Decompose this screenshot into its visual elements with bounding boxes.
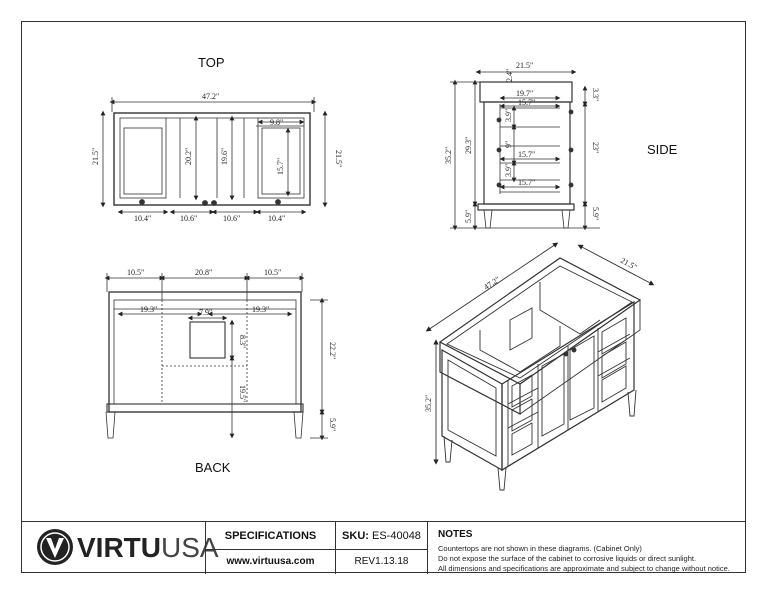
- side-top-offset: 2.4": [505, 69, 514, 82]
- top-inner-b: 19.6": [220, 148, 229, 165]
- back-view-label: BACK: [195, 460, 231, 475]
- side-view-label: SIDE: [647, 142, 678, 157]
- top-overall-width: 47.2": [202, 92, 219, 101]
- back-opening-width: 7.9": [199, 308, 212, 317]
- iso-width: 47.2": [482, 275, 501, 292]
- side-drawer-h2: 9": [504, 141, 513, 148]
- side-overall-height: 35.2": [444, 147, 453, 164]
- top-inner-a: 20.2": [184, 148, 193, 165]
- virtu-v-logo-icon: [37, 529, 73, 565]
- back-body-height: 22.2": [328, 342, 337, 359]
- top-bottom-2: 10.6": [180, 214, 197, 223]
- top-bottom-4: 10.4": [268, 214, 285, 223]
- side-drawer-2: 15.7": [518, 150, 535, 159]
- top-bottom-1: 10.4": [134, 214, 151, 223]
- top-bottom-3: 10.6": [223, 214, 240, 223]
- notes-cell: NOTES Countertops are not shown in these…: [427, 522, 746, 574]
- top-view-label: TOP: [198, 55, 225, 70]
- top-view-drawing: [100, 97, 328, 215]
- note-line: Do not expose the surface of the cabinet…: [438, 554, 697, 563]
- back-inner-right: 19.3": [252, 305, 269, 314]
- website-link[interactable]: www.virtuusa.com: [226, 556, 315, 567]
- iso-depth: 21.5": [619, 256, 638, 272]
- sku-cell: SKU: ES-40048 REV1.13.18: [335, 522, 427, 574]
- side-view-drawing: [450, 69, 600, 231]
- top-right-depth: 21.5": [334, 150, 343, 167]
- back-lower-height: 19.5": [238, 385, 247, 402]
- note-line: Countertops are not shown in these diagr…: [438, 544, 642, 553]
- iso-height: 35.2": [424, 395, 433, 412]
- sku-row: SKU: ES-40048: [336, 522, 427, 550]
- sku-label: SKU:: [342, 529, 369, 542]
- notes-title: NOTES: [438, 529, 473, 540]
- back-view-drawing: [104, 273, 328, 441]
- brand-logo-cell: VIRTUUSA: [21, 522, 219, 574]
- side-inner-width: 19.7": [516, 89, 533, 98]
- technical-drawings: TOP 47.2" 21.5" 21.5" 9.8" 20.2" 19.6" 1…: [91, 55, 678, 491]
- back-leg-height: 5.9": [328, 418, 337, 431]
- revision-number: REV1.13.18: [354, 556, 409, 567]
- sku-value: ES-40048: [372, 529, 421, 542]
- brand-wordmark: VIRTUUSA: [77, 532, 219, 563]
- side-body-height: 29.3": [464, 137, 473, 154]
- side-drawer-h1: 3.9": [504, 109, 513, 122]
- top-inner-c: 15.7": [276, 158, 285, 175]
- top-drawer-width: 9.8": [270, 118, 283, 127]
- back-seg-1: 10.5": [127, 268, 144, 277]
- top-left-depth: 21.5": [91, 148, 100, 165]
- side-top-width: 21.5": [516, 61, 533, 70]
- spec-cell: SPECIFICATIONS www.virtuusa.com: [205, 522, 335, 574]
- side-drawer-1: 15.7": [518, 98, 535, 107]
- specifications-label: SPECIFICATIONS: [206, 522, 335, 550]
- title-block: VIRTUUSA SPECIFICATIONS www.virtuusa.com…: [21, 521, 746, 574]
- back-seg-2: 20.8": [195, 268, 212, 277]
- spec-sheet-frame: [21, 21, 746, 573]
- side-leg-height: 5.9": [464, 210, 473, 223]
- side-right-body: 23": [591, 142, 600, 153]
- side-drawer-h3: 3.9": [504, 164, 513, 177]
- note-line: All dimensions and specifications are ap…: [438, 564, 730, 573]
- side-drawer-3: 15.7": [518, 178, 535, 187]
- isometric-drawing: [425, 242, 655, 491]
- back-seg-3: 10.5": [264, 268, 281, 277]
- back-inner-left: 19.3": [140, 305, 157, 314]
- side-right-leg: 5.9": [591, 207, 600, 220]
- side-right-top: 3.3": [591, 88, 600, 101]
- back-opening-height: 8.3": [238, 335, 247, 348]
